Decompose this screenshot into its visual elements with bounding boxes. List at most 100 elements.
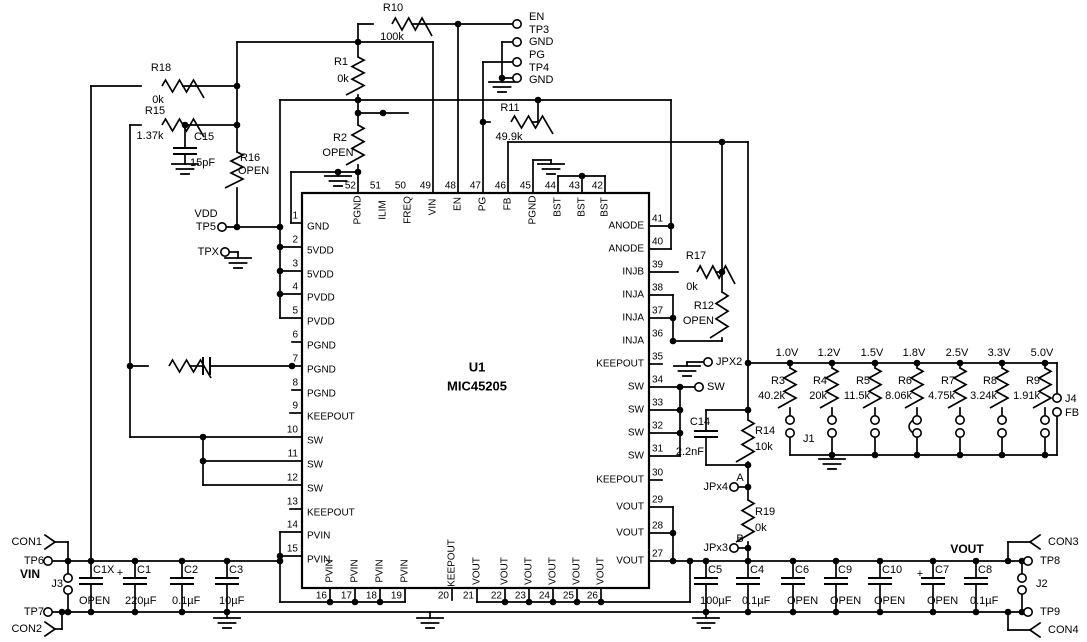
resistor-symbol (696, 264, 736, 285)
junction-dot (354, 168, 362, 176)
resistor-symbol (819, 367, 840, 409)
junction-dot (64, 557, 72, 565)
junction-dot (744, 483, 752, 491)
pin-name-29: VOUT (616, 501, 644, 513)
connector-arrow-icon (1028, 533, 1042, 544)
pin-number-44: 44 (544, 180, 556, 192)
pin-number-50: 50 (394, 180, 406, 192)
pin-name-50: FREQ (402, 195, 414, 224)
junction-dot (871, 359, 879, 367)
pin-name-40: ANODE (608, 243, 644, 255)
junction-dot (1041, 359, 1049, 367)
pin-number-31: 31 (652, 443, 664, 455)
pin-name-19: PVIN (399, 559, 411, 584)
pin-name-39: INJB (622, 266, 644, 278)
pin-number-22: 22 (490, 590, 502, 602)
resistor-symbol (735, 419, 756, 463)
label-c9: C9 (838, 564, 853, 576)
pin-number-25: 25 (562, 590, 574, 602)
pin-number-51: 51 (369, 180, 381, 192)
label-j1: J1 (803, 433, 815, 445)
terminal-circle (42, 555, 53, 566)
junction-dot (676, 429, 684, 437)
terminal-circle (954, 414, 965, 425)
label-con1: CON1 (11, 536, 42, 548)
resistor-symbol (735, 499, 756, 543)
label-fb: FB (1065, 407, 1080, 419)
pin-name-24: VOUT (547, 557, 559, 586)
label-u1: U1 (468, 359, 486, 375)
resistor-symbol (819, 367, 840, 409)
connector-arrow-icon (43, 620, 57, 631)
label-r18: R18 (150, 62, 172, 74)
label-open: OPEN (322, 147, 354, 159)
label-1-91k: 1.91k (1013, 390, 1040, 402)
terminal-circle (220, 247, 231, 258)
junction-dot (534, 96, 542, 104)
pin-number-3: 3 (292, 258, 298, 270)
terminal-circle (911, 414, 922, 425)
label-r8: R8 (982, 375, 997, 387)
label-pg: PG (529, 49, 545, 61)
terminal-circle (1016, 572, 1027, 583)
pin-name-22: VOUT (499, 557, 511, 586)
pin-name-4: PVDD (307, 292, 335, 304)
label-tp3: TP3 (529, 24, 550, 36)
junction-dot (686, 557, 694, 565)
label-sw: SW (707, 381, 725, 393)
junction-dot (379, 109, 387, 117)
pin-name-13: KEEPOUT (307, 507, 355, 519)
pin-name-3: 5VDD (307, 269, 334, 281)
label-c3: C3 (229, 564, 244, 576)
label-1-2v: 1.2V (817, 347, 841, 359)
junction-dot (326, 598, 334, 606)
label-gnd: GND (529, 36, 554, 48)
junction-dot (676, 383, 684, 391)
junction-dot (718, 268, 726, 276)
terminal-circle (511, 73, 522, 84)
pin-number-38: 38 (652, 282, 664, 294)
pin-number-40: 40 (652, 236, 664, 248)
resistor-symbol (777, 367, 798, 409)
resistor-symbol (862, 367, 883, 409)
pin-name-25: VOUT (571, 557, 583, 586)
pin-name-44: BST (552, 196, 564, 217)
label-100-f: 100µF (700, 595, 732, 607)
terminal-circle (62, 584, 73, 595)
pin-number-33: 33 (652, 397, 664, 409)
junction-dot (744, 461, 752, 469)
resistor-symbol (735, 419, 756, 463)
terminal-circle (1052, 406, 1063, 417)
label-5-0v: 5.0V (1030, 347, 1054, 359)
pin-number-8: 8 (292, 377, 298, 389)
resistor-symbol (168, 358, 212, 379)
junction-dot (832, 557, 840, 565)
pin-name-34: SW (627, 381, 644, 393)
label-vdd: VDD (194, 208, 218, 220)
terminal-circle (62, 572, 73, 583)
junction-dot (354, 38, 362, 46)
terminal-circle (911, 427, 922, 438)
label-r17: R17 (685, 250, 707, 262)
resistor-symbol (777, 367, 798, 409)
resistor-symbol (224, 151, 245, 189)
junction-dot (972, 608, 980, 616)
junction-dot (744, 557, 752, 565)
label-open: OPEN (927, 595, 959, 607)
terminal-circle (869, 427, 880, 438)
label-: + (116, 567, 124, 579)
label-3-3v: 3.3V (987, 347, 1011, 359)
label-r5: R5 (855, 375, 870, 387)
pin-name-37: INJA (622, 312, 644, 324)
terminal-circle (1022, 555, 1033, 566)
label-0-1-f: 0.1µF (970, 595, 999, 607)
junction-dot (669, 314, 677, 322)
junction-dot (1004, 557, 1012, 565)
terminal-circle (728, 481, 739, 492)
resistor-symbol (510, 114, 554, 135)
label-0-1-f: 0.1µF (172, 595, 201, 607)
label-r4: R4 (812, 375, 827, 387)
pin-name-10: SW (307, 435, 324, 447)
label-r3: R3 (770, 375, 785, 387)
junction-dot (181, 121, 189, 129)
